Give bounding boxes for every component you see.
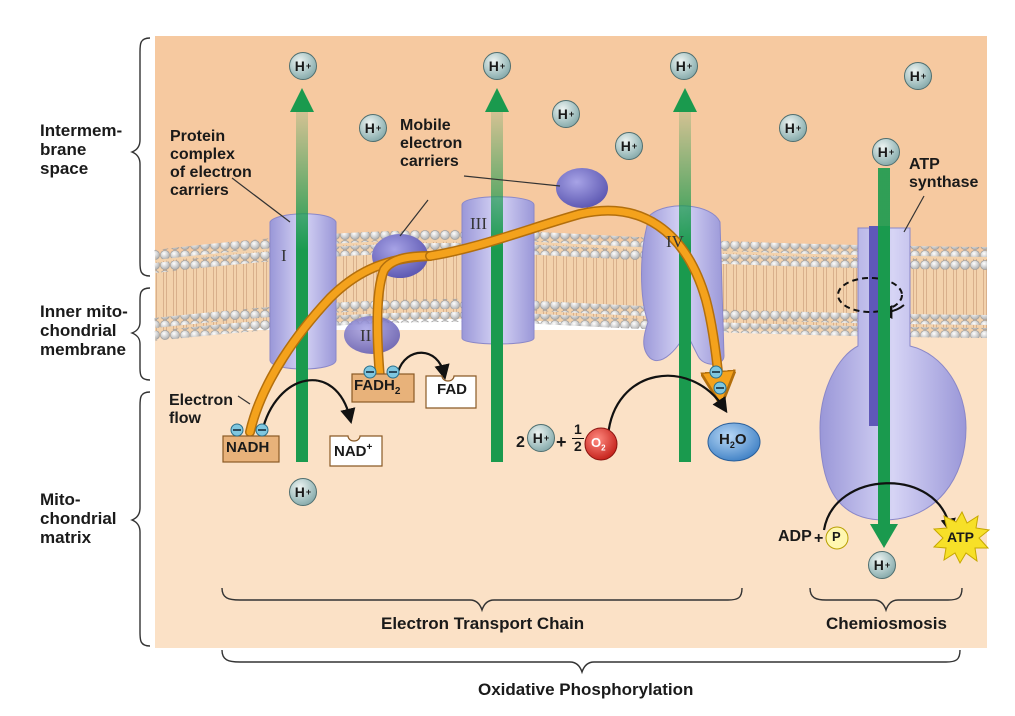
- proton-charge: +: [920, 71, 927, 81]
- oxygen-molecule: [584, 427, 618, 461]
- label-oxygen: O2: [591, 435, 606, 453]
- label-fadh2: FADH2: [354, 377, 401, 397]
- proton-charge: +: [499, 61, 506, 71]
- mobile-carrier-cytochrome-c: [556, 168, 608, 208]
- proton-symbol: H: [675, 58, 686, 74]
- label-chemiosmosis: Chemiosmosis: [826, 614, 947, 633]
- proton-charge: +: [884, 560, 891, 570]
- proton-symbol: H: [294, 58, 305, 74]
- proton-charge: +: [686, 61, 693, 71]
- proton-symbol: H: [784, 120, 795, 136]
- rotor-ring: [837, 277, 903, 313]
- label-complex-iv: IV: [666, 232, 684, 251]
- proton-h-plus: H+: [872, 138, 900, 166]
- label-plus-2: +: [814, 530, 824, 547]
- proton-charge: +: [305, 487, 312, 497]
- leader-lines: [231, 175, 925, 405]
- proton-h-plus: H+: [359, 114, 387, 142]
- label-coef-two: 2: [516, 434, 525, 451]
- proton-symbol: H: [557, 106, 568, 122]
- proton-h-plus: H+: [289, 478, 317, 506]
- proton-charge: +: [888, 147, 895, 157]
- phosphate: [825, 526, 849, 550]
- proton-h-plus: H+: [670, 52, 698, 80]
- proton-symbol: H: [364, 120, 375, 136]
- proton-h-plus: H+: [483, 52, 511, 80]
- complex-iv-electrons: [709, 365, 727, 395]
- label-complex-ii: II: [360, 326, 372, 345]
- proton-symbol: H: [532, 430, 543, 446]
- section-braces: [221, 587, 963, 675]
- proton-h-plus: H+: [904, 62, 932, 90]
- proton-symbol: H: [873, 557, 884, 573]
- synthase-proton-arrow: [870, 168, 898, 548]
- label-nad-plus: NAD+: [334, 442, 373, 460]
- proton-charge: +: [375, 123, 382, 133]
- proton-h-plus: H+: [527, 424, 555, 452]
- complex-ii: [344, 316, 400, 354]
- region-braces: [130, 37, 151, 647]
- label-complex-iii: III: [470, 214, 487, 233]
- fad-box: [425, 375, 477, 409]
- proton-symbol: H: [488, 58, 499, 74]
- reaction-arrows: [260, 351, 956, 535]
- label-etc: Electron Transport Chain: [381, 614, 585, 633]
- water-molecule: [707, 422, 761, 462]
- proton-charge: +: [568, 109, 575, 119]
- proton-symbol: H: [909, 68, 920, 84]
- proton-h-plus: H+: [779, 114, 807, 142]
- proton-charge: +: [795, 123, 802, 133]
- proton-charge: +: [305, 61, 312, 71]
- nad-box: [329, 435, 383, 467]
- label-water: H2O: [719, 431, 747, 450]
- proton-symbol: H: [294, 484, 305, 500]
- proton-pump-arrows: [290, 88, 697, 462]
- label-atp: ATP: [947, 529, 974, 545]
- proton-charge: +: [543, 433, 550, 443]
- nadh-box: [222, 423, 280, 463]
- proton-h-plus: H+: [868, 551, 896, 579]
- proton-h-plus: H+: [289, 52, 317, 80]
- proton-symbol: H: [877, 144, 888, 160]
- fadh2-box: [351, 365, 415, 403]
- electron-flow-path: [245, 205, 720, 437]
- proton-symbol: H: [620, 138, 631, 154]
- proton-h-plus: H+: [552, 100, 580, 128]
- label-adp: ADP: [778, 528, 812, 545]
- label-plus-1: +: [556, 432, 567, 452]
- label-half: 1 2: [572, 421, 584, 454]
- label-nadh: NADH: [226, 439, 270, 456]
- proton-charge: +: [631, 141, 638, 151]
- label-complex-i: I: [281, 246, 287, 265]
- proton-h-plus: H+: [615, 132, 643, 160]
- atp-star: [932, 510, 991, 565]
- label-fad: FAD: [437, 381, 467, 398]
- label-oxphos: Oxidative Phosphorylation: [478, 680, 694, 699]
- label-phosphate: P: [832, 529, 841, 544]
